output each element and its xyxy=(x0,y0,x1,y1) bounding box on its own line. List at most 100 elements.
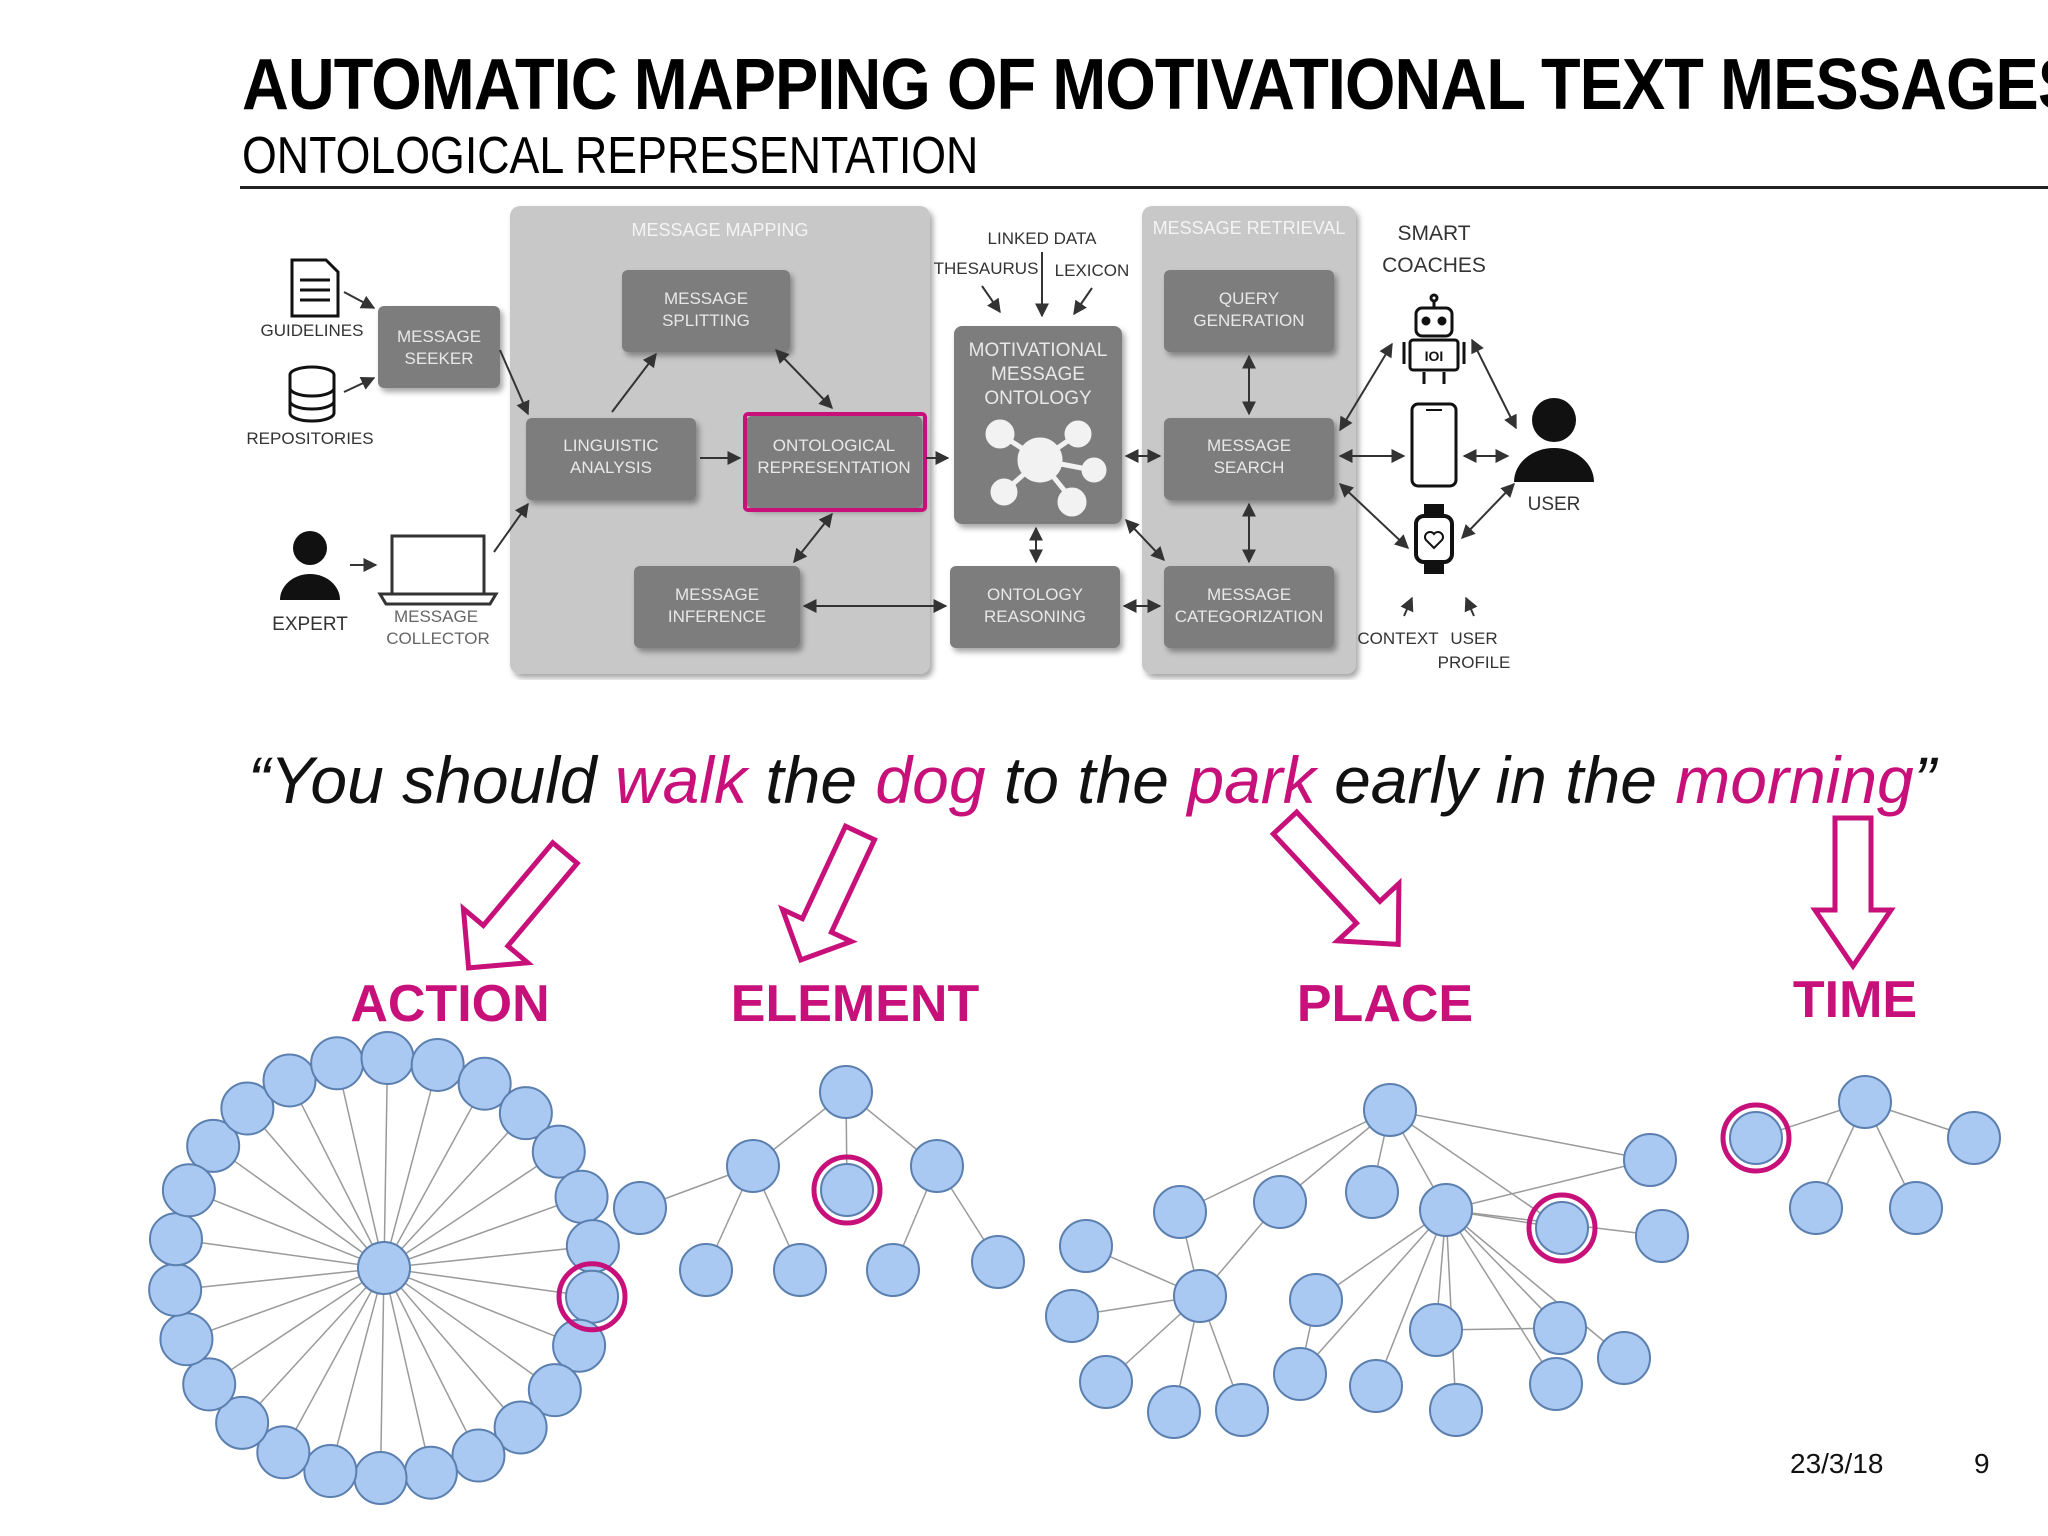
time-graph xyxy=(1720,1075,2001,1235)
graph-edge xyxy=(246,1108,385,1269)
graph-node xyxy=(1059,1219,1113,1273)
graph-node xyxy=(1889,1181,1943,1235)
title-divider xyxy=(240,186,2048,189)
message-search-box: MESSAGE SEARCH xyxy=(1164,418,1334,500)
graph-edge xyxy=(383,1267,522,1428)
graph-node xyxy=(159,1312,214,1367)
graph-node xyxy=(215,1395,270,1450)
motivational-ontology-box: MOTIVATIONAL MESSAGE ONTOLOGY xyxy=(954,326,1122,524)
graph-edge xyxy=(383,1064,439,1269)
slide-subtitle: ONTOLOGICAL REPRESENTATION xyxy=(242,127,979,185)
svg-text:SPLITTING: SPLITTING xyxy=(662,311,750,330)
example-quote: “You should walk the dog to the park ear… xyxy=(248,742,1936,818)
graph-node xyxy=(679,1243,733,1297)
graph-node xyxy=(256,1425,311,1480)
graph-node xyxy=(552,1318,607,1373)
svg-text:ONTOLOGY: ONTOLOGY xyxy=(987,585,1083,604)
ontology-reasoning-box: ONTOLOGY REASONING xyxy=(950,566,1120,648)
graph-edge xyxy=(383,1245,593,1269)
graph-node xyxy=(820,1163,874,1217)
graph-node xyxy=(971,1235,1025,1289)
graph-node xyxy=(565,1269,620,1324)
arrow-to-action xyxy=(460,839,581,971)
graph-node xyxy=(1363,1083,1417,1137)
category-action: ACTION xyxy=(350,975,550,1033)
svg-text:REPRESENTATION: REPRESENTATION xyxy=(757,458,910,477)
lexicon-label: LEXICON xyxy=(1055,261,1130,280)
graph-node xyxy=(613,1181,667,1235)
graph-node xyxy=(493,1400,548,1455)
graph-node xyxy=(1533,1301,1587,1355)
category-element: ELEMENT xyxy=(730,975,980,1033)
graph-node xyxy=(1947,1111,2001,1165)
guidelines-icon xyxy=(290,258,340,318)
graph-edge xyxy=(188,1189,385,1269)
svg-text:CATEGORIZATION: CATEGORIZATION xyxy=(1175,607,1324,626)
highlight-ring xyxy=(556,1261,628,1333)
graph-node xyxy=(910,1139,964,1193)
category-time: TIME xyxy=(1792,971,1918,1029)
message-inference-box: MESSAGE INFERENCE xyxy=(634,566,800,648)
graph-node xyxy=(357,1241,411,1295)
graph-edge xyxy=(212,1145,385,1269)
graph-node xyxy=(1147,1385,1201,1439)
place-graph xyxy=(1045,1083,1689,1439)
graph-node xyxy=(403,1445,458,1500)
expert-icon xyxy=(280,531,340,600)
graph-node xyxy=(819,1065,873,1119)
panel-retrieval-label: MESSAGE RETRIEVAL xyxy=(1153,218,1346,238)
graph-node xyxy=(148,1262,203,1317)
smart-coaches-label-2: COACHES xyxy=(1382,254,1486,277)
quote-text-4: early in the xyxy=(1315,743,1676,817)
graph-node xyxy=(1253,1175,1307,1229)
repositories-icon xyxy=(288,365,336,423)
message-splitting-box: MESSAGE SPLITTING xyxy=(622,270,790,352)
graph-node xyxy=(1535,1201,1589,1255)
graph-node xyxy=(1623,1133,1677,1187)
user-icon xyxy=(1514,398,1594,482)
graph-node xyxy=(1345,1165,1399,1219)
graph-node xyxy=(1289,1273,1343,1327)
graph-edge xyxy=(175,1238,385,1269)
quote-text-3: to the xyxy=(985,743,1188,817)
highlight-ring xyxy=(1526,1192,1598,1264)
graph-node xyxy=(773,1243,827,1297)
graph-edge xyxy=(1445,1209,1557,1385)
slide-number: 9 xyxy=(1974,1448,1990,1479)
graph-node xyxy=(1409,1303,1463,1357)
graph-node xyxy=(1079,1355,1133,1409)
graph-edge xyxy=(383,1196,582,1269)
graph-node xyxy=(457,1056,512,1111)
graph-node xyxy=(410,1037,465,1092)
svg-text:MESSAGE: MESSAGE xyxy=(664,289,748,308)
graph-edge xyxy=(175,1267,385,1291)
graph-edge xyxy=(186,1267,385,1340)
category-place: PLACE xyxy=(1296,975,1474,1033)
quote-text-1: “You should xyxy=(248,743,615,817)
graph-node xyxy=(360,1031,415,1086)
graph-node xyxy=(1215,1383,1269,1437)
smart-coaches-label-1: SMART xyxy=(1397,222,1470,245)
graph-edge xyxy=(1445,1209,1561,1329)
svg-text:QUERY: QUERY xyxy=(1219,289,1279,308)
graph-edge xyxy=(288,1080,385,1269)
graph-node xyxy=(1173,1269,1227,1323)
svg-text:MESSAGE: MESSAGE xyxy=(1207,585,1291,604)
svg-text:GENERATION: GENERATION xyxy=(1193,311,1304,330)
graph-node xyxy=(182,1357,237,1412)
graph-edge xyxy=(383,1267,580,1347)
graph-node xyxy=(1429,1383,1483,1437)
graph-edge xyxy=(329,1267,385,1472)
svg-text:REASONING: REASONING xyxy=(984,607,1086,626)
thesaurus-label: THESAURUS xyxy=(934,259,1039,278)
quote-text-2: the xyxy=(746,743,876,817)
linked-data-label: LINKED DATA xyxy=(988,229,1098,248)
svg-text:ONTOLOGICAL: ONTOLOGICAL xyxy=(773,436,896,455)
svg-text:ONTOLOGY: ONTOLOGY xyxy=(984,388,1092,409)
message-categorization-box: MESSAGE CATEGORIZATION xyxy=(1164,566,1334,648)
graph-node xyxy=(1597,1331,1651,1385)
svg-text:ANALYSIS: ANALYSIS xyxy=(570,458,652,477)
smartwatch-icon xyxy=(1414,504,1454,574)
